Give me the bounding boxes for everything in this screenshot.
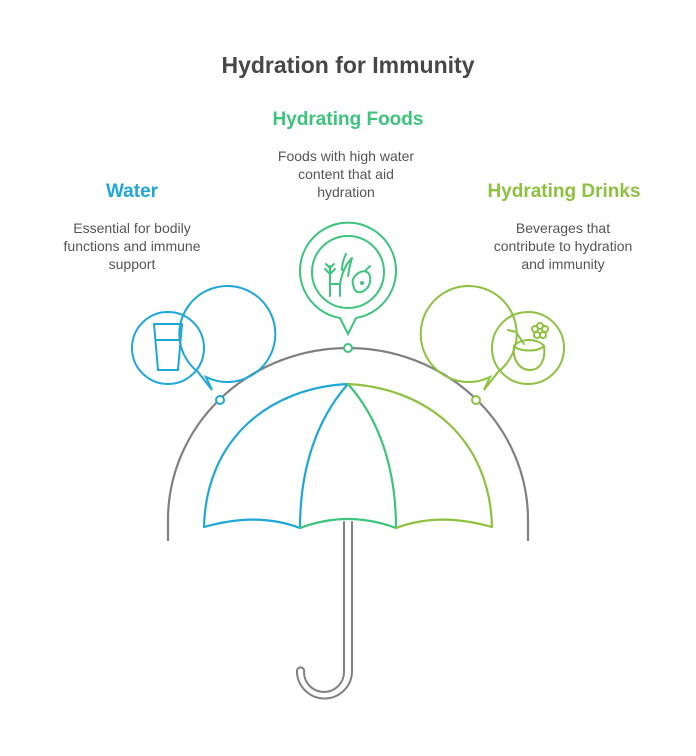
foods-connector-dot: [343, 343, 353, 353]
drinks-connector-dot: [471, 395, 481, 405]
drinks-description-line: contribute to hydration: [493, 238, 633, 254]
umbrella-handle: [295, 521, 353, 700]
water-heading: Water: [105, 181, 159, 202]
diagram-title: Hydration for Immunity: [221, 52, 475, 78]
drinks-description-line: and immunity: [521, 256, 605, 272]
foods-description-line: hydration: [317, 184, 375, 200]
canopy-right-edge: [346, 382, 494, 529]
foods-heading: Hydrating Foods: [272, 109, 424, 130]
canopy-middle-scallop: [298, 517, 398, 530]
plants-and-fruit-icon: [324, 253, 372, 297]
water-description-line: functions and immune: [63, 238, 201, 254]
foods-description-line: content that aid: [298, 166, 394, 182]
water-description-line: support: [108, 256, 156, 272]
foods-description: Foods with high water content that aid h…: [246, 147, 446, 201]
water-description-line: Essential for bodily: [73, 220, 191, 236]
canopy-right-scallop: [394, 518, 494, 530]
canopy-left-edge: [202, 382, 350, 529]
foods-bubble: [299, 221, 397, 337]
outer-arc: [166, 346, 530, 542]
canopy-left-rib: [298, 382, 350, 530]
umbrella-canopy: [202, 382, 494, 530]
water-connector-dot: [215, 395, 225, 405]
canopy-left-scallop: [202, 518, 302, 530]
water-glass-icon: [153, 323, 183, 371]
water-bubble: [131, 285, 277, 391]
canopy-right-rib: [346, 382, 398, 530]
drinks-description: Beverages that contribute to hydration a…: [463, 219, 663, 273]
water-description: Essential for bodily functions and immun…: [32, 219, 232, 273]
drinks-description-line: Beverages that: [515, 220, 611, 236]
drinks-heading: Hydrating Drinks: [487, 181, 641, 202]
coconut-drink-icon: [507, 322, 549, 371]
drinks-bubble: [419, 285, 565, 391]
foods-description-line: Foods with high water: [277, 148, 415, 164]
